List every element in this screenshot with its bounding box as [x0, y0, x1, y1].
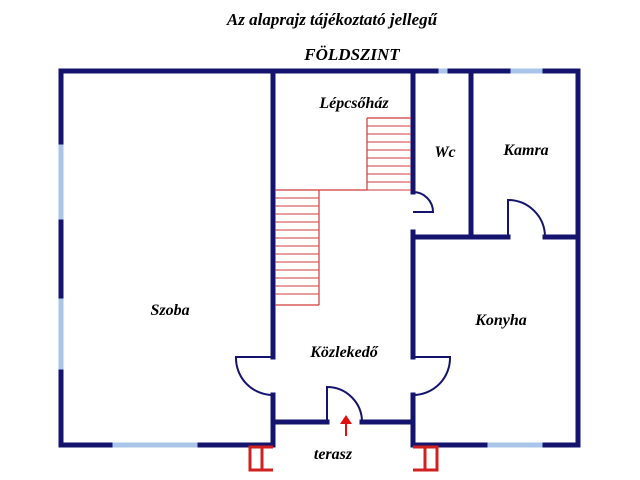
room-label-lepcsohaz: Lépcsőház [318, 95, 389, 112]
door-wc [412, 191, 435, 213]
terrace-railing [248, 445, 439, 472]
doors [234, 191, 546, 423]
room-label-szoba: Szoba [150, 302, 189, 319]
walls [58, 68, 581, 448]
room-label-terasz: terasz [314, 446, 353, 463]
railing-left [248, 445, 273, 472]
entrance-arrow-icon [340, 415, 352, 436]
room-label-konyha: Konyha [474, 312, 527, 329]
door-kamra [507, 198, 546, 238]
room-label-wc: Wc [434, 144, 455, 161]
railing-right [413, 445, 439, 472]
plan-title: Az alaprajz tájékoztató jellegű [226, 10, 438, 29]
door-entrance [326, 385, 363, 423]
windows [58, 68, 545, 448]
stair-outline [275, 117, 411, 306]
room-label-kozlekedo: Közlekedő [309, 344, 379, 361]
door-szoba [234, 356, 274, 396]
staircase [275, 117, 411, 306]
door-konyha [412, 356, 452, 396]
room-label-kamra: Kamra [502, 142, 548, 159]
floor-title: FÖLDSZINT [303, 45, 400, 64]
